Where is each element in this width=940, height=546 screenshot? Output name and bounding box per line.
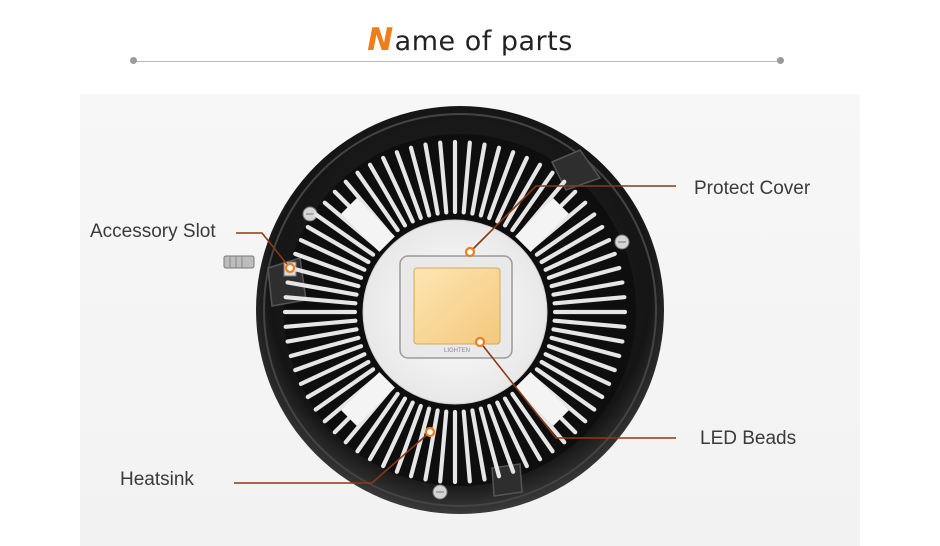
heatsink-fin (495, 400, 529, 469)
heatsink-fin (305, 224, 371, 265)
heatsink-fin (313, 212, 376, 257)
heatsink-fin (487, 150, 516, 221)
heatsink-fin (546, 251, 617, 280)
title-first-letter: N (367, 22, 394, 58)
heatsink-fin (495, 155, 529, 224)
heatsink-fin (461, 140, 472, 215)
heatsink-fin (478, 406, 502, 479)
screw-icon-right (614, 234, 630, 250)
heatsink-fin (285, 327, 359, 344)
label-protect-cover: Protect Cover (694, 178, 811, 199)
title-rest: ame of parts (394, 26, 573, 57)
heatsink-fin (394, 403, 423, 474)
heatsink-fin (534, 367, 597, 412)
heatsink-fin (551, 327, 625, 344)
heatsink-fin (293, 251, 364, 280)
heatsink-fin (551, 280, 625, 297)
heatsink-fin (543, 238, 612, 272)
heatsink-bracket (515, 372, 569, 426)
underline-right-dot (777, 57, 784, 64)
heatsink-fin (355, 391, 400, 454)
heatsink-fin (549, 265, 622, 289)
heatsink-fin (423, 142, 440, 216)
heatsink-fin (502, 162, 543, 228)
heatsink-fin (502, 396, 543, 462)
heatsink-fin (283, 318, 358, 329)
heatsink-fin (298, 238, 367, 272)
heatsink-fin (470, 142, 487, 216)
heatsink-fin (394, 150, 423, 221)
label-heatsink: Heatsink (120, 469, 194, 490)
heatsink-fin (510, 170, 555, 233)
heatsink-fin (305, 359, 371, 400)
heatsink-fin (438, 409, 449, 484)
heatsink-fin (288, 335, 361, 359)
heatsink-fin (487, 403, 516, 474)
callout-lines (234, 185, 676, 484)
heatsink-bracket (515, 198, 569, 252)
underline-left-dot (130, 57, 137, 64)
mount-pin (223, 255, 255, 269)
heatsink-fin (546, 344, 617, 373)
heatsink-fin (438, 140, 449, 215)
heatsink-fin (298, 352, 367, 386)
chip-brand: LIGHTEN (444, 348, 470, 354)
heatsink-fin (510, 391, 555, 454)
label-led-beads: LED Beads (700, 428, 797, 449)
heatsink-fin (283, 295, 358, 306)
heatsink-fin (539, 359, 605, 400)
heatsink-bracket (341, 372, 395, 426)
label-accessory-slot: Accessory Slot (90, 221, 216, 242)
heatsink-fin (543, 352, 612, 386)
heatsink-fin (552, 318, 627, 329)
heatsink-fin (367, 162, 408, 228)
title-underline (134, 61, 782, 62)
heatsink-fin (285, 280, 359, 297)
heatsink-fin (470, 408, 487, 482)
page-title: Name of parts (0, 22, 940, 58)
heatsink-fin (461, 409, 472, 484)
heatsink-fin (534, 212, 597, 257)
heatsink-fin (313, 367, 376, 412)
heatsink-fin (423, 408, 440, 482)
heatsink-fin (381, 155, 415, 224)
heatsink-fin (408, 406, 432, 479)
heatsink-fins (282, 139, 628, 485)
heatsink-fin (367, 396, 408, 462)
heatsink-fin (539, 224, 605, 265)
heatsink-fin (288, 265, 361, 289)
heatsink-fin (549, 335, 622, 359)
heatsink-fin (552, 295, 627, 306)
heatsink-bracket (341, 198, 395, 252)
heatsink-fin (408, 145, 432, 218)
heatsink-fin (355, 170, 400, 233)
callout-dots (284, 246, 486, 438)
heatsink-fin (478, 145, 502, 218)
heatsink-fin (381, 400, 415, 469)
led-chip (413, 267, 501, 345)
screw-icon-bottom (432, 484, 448, 500)
heatsink-fin (293, 344, 364, 373)
